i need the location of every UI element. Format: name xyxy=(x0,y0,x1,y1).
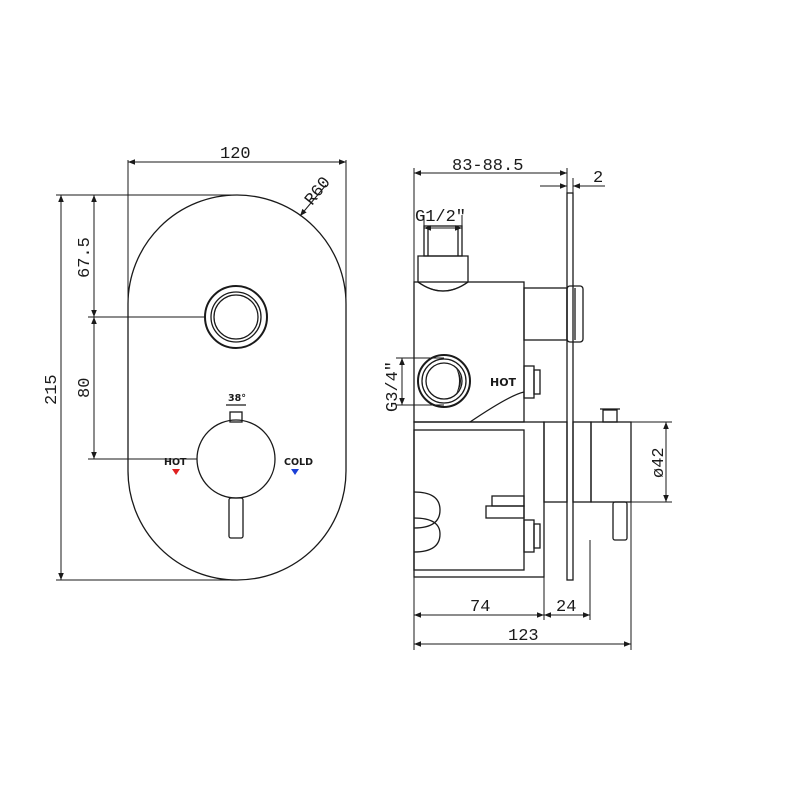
side-view: HOT xyxy=(384,157,672,650)
cover-plate xyxy=(127,194,347,581)
depth-range-dimension xyxy=(413,168,568,282)
cold-label: COLD xyxy=(284,457,313,468)
diverter-knob xyxy=(204,285,268,349)
extension-dimension-text: 24 xyxy=(556,598,576,617)
hot-marker-icon xyxy=(172,469,180,475)
body-depth-dimension-text: 74 xyxy=(470,598,490,617)
depth-range-dimension-text: 83-88.5 xyxy=(452,157,523,176)
top-offset-dimension-text: 67.5 xyxy=(76,237,95,278)
inlet-hot-label: HOT xyxy=(490,376,517,389)
width-dimension xyxy=(127,159,347,300)
height-dimension-text: 215 xyxy=(43,374,62,405)
upper-body xyxy=(413,281,584,423)
spacing-dimension xyxy=(88,317,197,460)
lower-body xyxy=(413,408,632,578)
front-view: 38° HOT COLD 120 R60 215 67.5 xyxy=(43,145,347,581)
radius-leader xyxy=(299,184,327,217)
plate-thickness-dimension xyxy=(540,178,605,193)
plate-thickness-dimension-text: 2 xyxy=(593,169,603,188)
cold-marker-icon xyxy=(291,469,299,475)
inlet-port xyxy=(417,354,471,408)
thermostatic-handle xyxy=(196,404,276,539)
height-dimension xyxy=(56,194,236,581)
lower-bosses xyxy=(413,491,541,553)
diameter-dimension xyxy=(631,421,672,503)
total-depth-dimension xyxy=(414,502,632,650)
radius-dimension-text: R60 xyxy=(302,174,336,210)
top-offset-dimension xyxy=(88,195,205,318)
width-dimension-text: 120 xyxy=(220,145,251,164)
total-depth-dimension-text: 123 xyxy=(508,627,539,646)
inlet-thread-dimension xyxy=(396,357,444,406)
hot-label: HOT xyxy=(164,457,187,468)
outlet-thread-dimension-text: G1/2" xyxy=(415,208,466,227)
upper-side-fitting xyxy=(523,365,541,399)
wall-plate xyxy=(566,192,574,581)
diameter-dimension-text: ø42 xyxy=(650,447,669,478)
inlet-thread-dimension-text: G3/4" xyxy=(384,361,403,412)
outlet-port xyxy=(417,225,469,292)
outlet-thread-dimension xyxy=(423,215,463,256)
extension-dimension xyxy=(544,540,591,620)
temperature-label: 38° xyxy=(228,393,246,404)
spacing-dimension-text: 80 xyxy=(76,378,95,398)
